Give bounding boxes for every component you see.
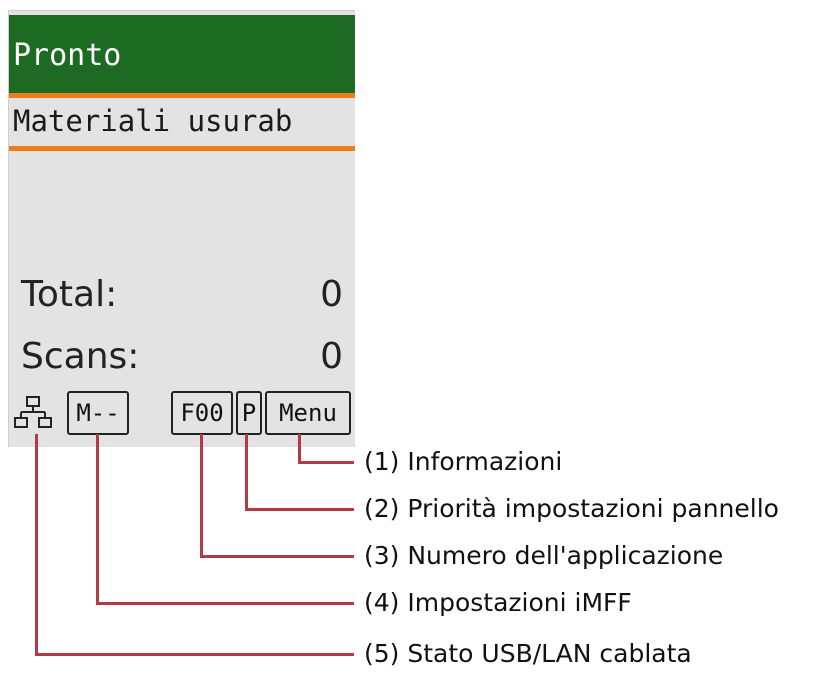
panel-priority-key[interactable]: P bbox=[236, 391, 262, 435]
callout-label-usb-lan-status: (5) Stato USB/LAN cablata bbox=[364, 639, 692, 668]
callout-line-1-horizontal bbox=[298, 461, 354, 464]
divider-top bbox=[9, 93, 355, 98]
callout-line-5-horizontal bbox=[35, 653, 354, 656]
callout-line-3-horizontal bbox=[200, 555, 354, 558]
divider-bottom bbox=[9, 146, 355, 151]
total-value: 0 bbox=[320, 274, 343, 315]
callout-line-3-vertical bbox=[200, 434, 203, 558]
callout-label-imff-settings: (4) Impostazioni iMFF bbox=[364, 588, 632, 617]
total-label: Total: bbox=[21, 274, 118, 315]
callout-line-2-vertical bbox=[245, 434, 248, 511]
menu-key[interactable]: Menu bbox=[265, 391, 351, 435]
scans-label: Scans: bbox=[21, 336, 140, 377]
callout-label-application-number: (3) Numero dell'applicazione bbox=[364, 541, 724, 570]
message-text: Materiali usurab bbox=[13, 104, 293, 138]
callout-line-1-vertical bbox=[298, 434, 301, 464]
imff-settings-key[interactable]: M-- bbox=[67, 391, 129, 435]
callout-line-4-horizontal bbox=[96, 602, 354, 605]
status-bar: Pronto bbox=[9, 15, 355, 93]
status-text: Pronto bbox=[13, 38, 122, 73]
callout-label-information: (1) Informazioni bbox=[364, 447, 563, 476]
operator-panel-screen: Pronto Materiali usurab Total: 0 Scans: … bbox=[8, 10, 355, 447]
application-number-key[interactable]: F00 bbox=[171, 391, 233, 435]
callout-line-5-vertical bbox=[35, 434, 38, 656]
callout-label-panel-priority: (2) Priorità impostazioni pannello bbox=[364, 494, 779, 523]
callout-line-2-horizontal bbox=[245, 508, 354, 511]
callout-line-4-vertical bbox=[96, 434, 99, 605]
lan-network-icon bbox=[14, 396, 52, 428]
scans-value: 0 bbox=[320, 336, 343, 377]
